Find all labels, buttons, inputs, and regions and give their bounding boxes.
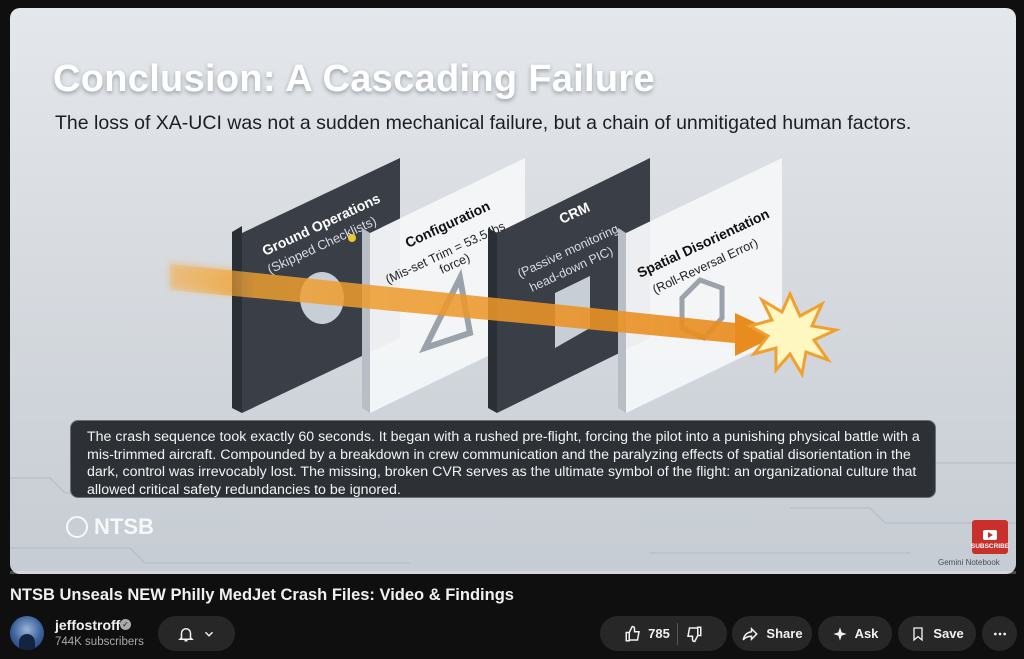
play-icon bbox=[983, 530, 997, 540]
ask-button[interactable]: Ask bbox=[818, 616, 892, 651]
like-divider bbox=[676, 622, 678, 645]
video-title: NTSB Unseals NEW Philly MedJet Crash Fil… bbox=[10, 586, 514, 604]
chevron-down-icon bbox=[204, 631, 214, 637]
share-label: Share bbox=[766, 626, 803, 641]
bookmark-icon bbox=[913, 626, 923, 641]
save-button[interactable]: Save bbox=[898, 616, 976, 651]
ntsb-logo-text: NTSB bbox=[94, 514, 154, 539]
thumbs-up-icon bbox=[625, 625, 641, 641]
beam-arrowhead bbox=[735, 313, 780, 356]
slide-title: Conclusion: A Cascading Failure bbox=[53, 58, 655, 100]
impact-burst bbox=[746, 290, 842, 379]
channel-name[interactable]: jeffostroff bbox=[55, 617, 121, 633]
share-button[interactable]: Share bbox=[732, 616, 812, 651]
more-icon bbox=[993, 632, 1006, 635]
channel-avatar[interactable] bbox=[10, 616, 44, 650]
notification-button[interactable] bbox=[158, 616, 235, 651]
bell-icon bbox=[178, 627, 194, 641]
share-icon bbox=[742, 626, 759, 641]
verified-icon: ✓ bbox=[120, 619, 131, 630]
more-actions-button[interactable] bbox=[982, 616, 1017, 651]
sparkle-icon bbox=[832, 626, 847, 641]
subscribe-badge-text: SUBSCRIBE bbox=[970, 543, 1010, 550]
slide-subtitle: The loss of XA-UCI was not a sudden mech… bbox=[55, 112, 912, 134]
ntsb-seal-icon bbox=[66, 516, 88, 538]
watermark: Gemini Notebook bbox=[938, 558, 1000, 567]
cascade-diagram: Ground Operations (Skipped Checklists) C… bbox=[10, 158, 1016, 564]
thumbs-down-icon[interactable] bbox=[685, 625, 703, 643]
subscribe-badge: SUBSCRIBE bbox=[970, 520, 1010, 554]
panel-crm: CRM (Passive monitoring, head-down PIC) bbox=[488, 158, 650, 413]
like-button[interactable]: 785 bbox=[624, 625, 670, 643]
ask-label: Ask bbox=[854, 626, 879, 641]
save-label: Save bbox=[933, 626, 964, 641]
panel-configuration: Configuration (Mis-set Trim = 53.5 lbs f… bbox=[362, 158, 525, 413]
ntsb-logo: NTSB bbox=[66, 514, 154, 540]
slide-caption: The crash sequence took exactly 60 secon… bbox=[70, 420, 936, 498]
progress-bar[interactable] bbox=[10, 571, 1016, 574]
like-dislike-group: 785 bbox=[600, 616, 727, 651]
like-count: 785 bbox=[648, 626, 670, 641]
video-player[interactable]: Conclusion: A Cascading Failure The loss… bbox=[10, 8, 1016, 574]
subscriber-count: 744K subscribers bbox=[55, 636, 144, 648]
beam bbox=[170, 264, 745, 344]
